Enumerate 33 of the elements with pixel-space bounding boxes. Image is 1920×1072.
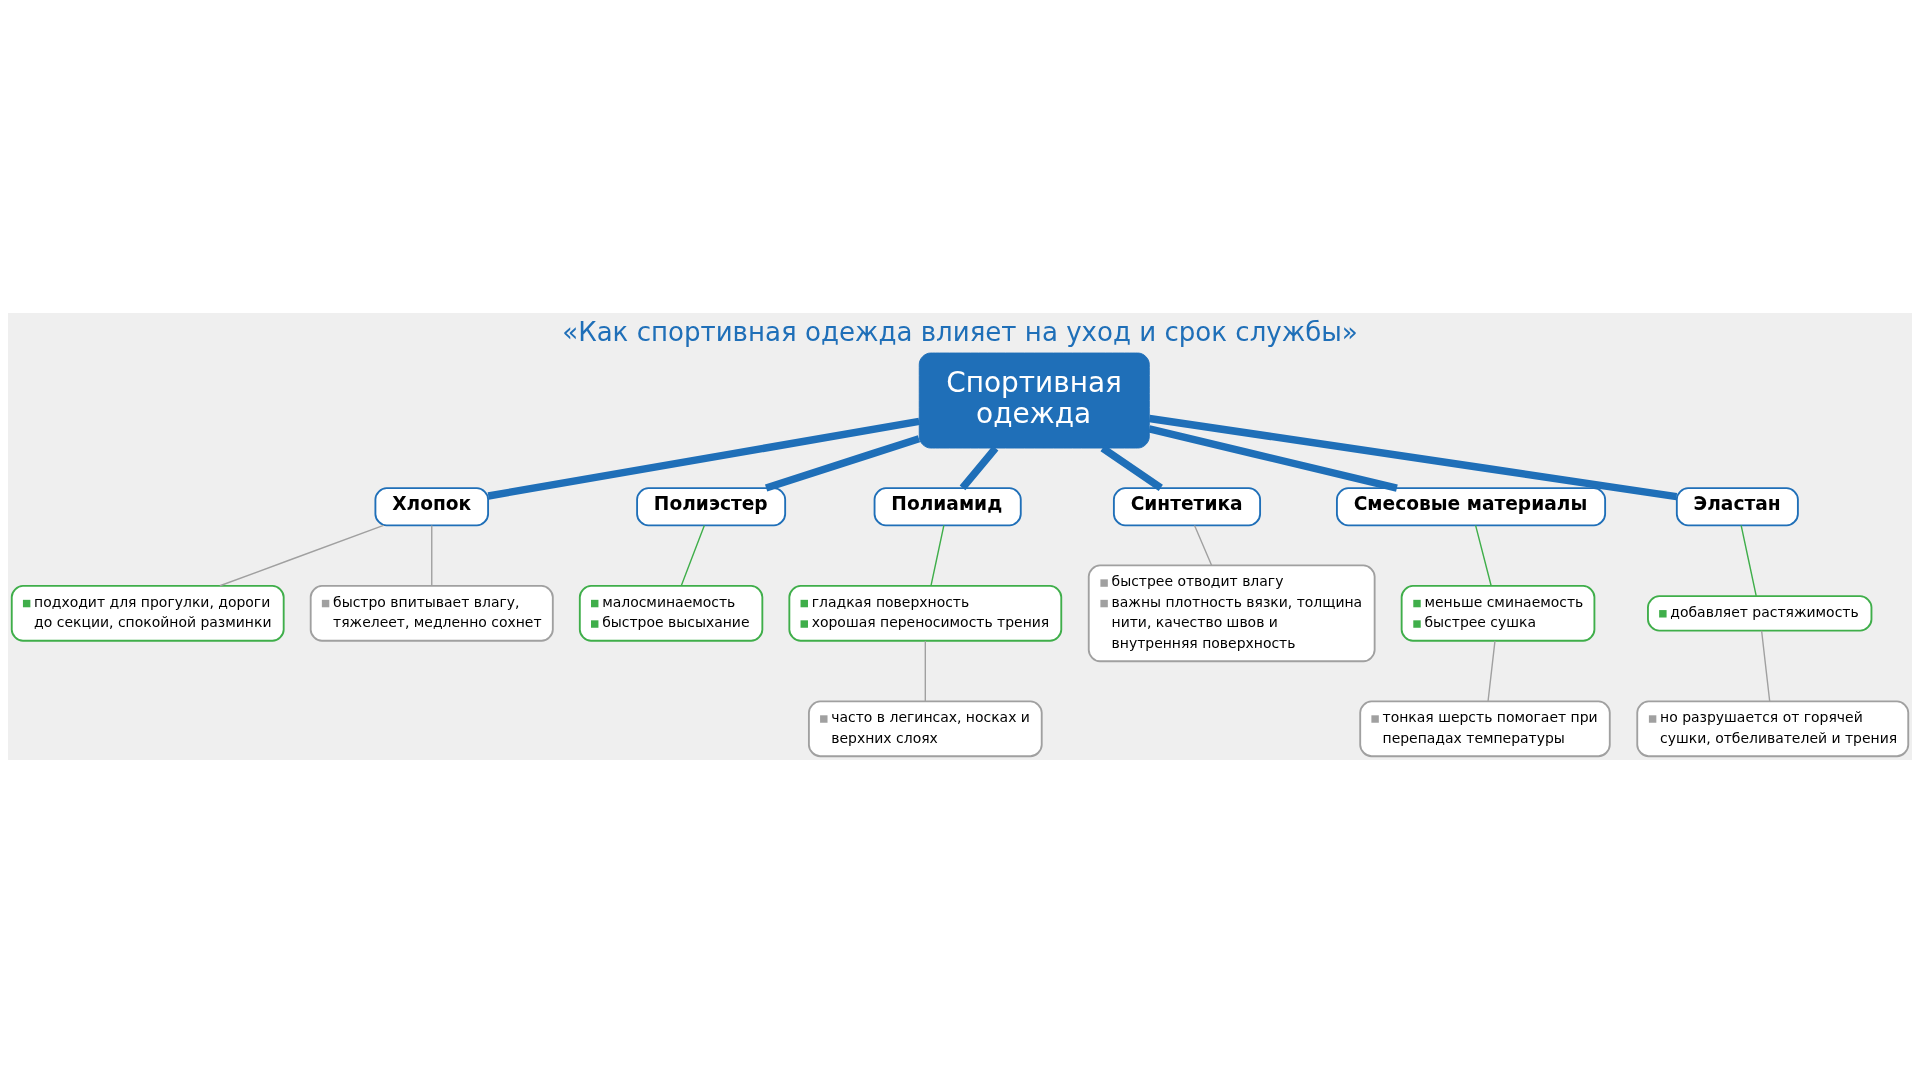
connector bbox=[1148, 414, 1678, 500]
connector bbox=[924, 639, 926, 702]
node-box: меньше сминаемость быстрее сушка bbox=[1400, 584, 1596, 642]
node-box: малосминаемость быстрое высыхание bbox=[578, 584, 764, 642]
node-box: но разрушается от горячей сушки, отбеливателей и трения bbox=[1636, 699, 1910, 757]
connector bbox=[1474, 524, 1492, 586]
connector bbox=[959, 445, 999, 490]
node-box: добавляет растяжимость bbox=[1647, 594, 1873, 631]
node-box: Хлопок bbox=[374, 486, 489, 526]
node-box: Полиамид bbox=[873, 486, 1022, 526]
node-box: быстро впитывает влагу, тяжелеет, медленно сохнет bbox=[309, 584, 554, 642]
node-box: Синтетика bbox=[1112, 486, 1262, 526]
connector bbox=[431, 524, 433, 586]
node-box: Эластан bbox=[1675, 486, 1799, 526]
connector bbox=[930, 524, 945, 586]
connector bbox=[1148, 424, 1398, 492]
connector bbox=[764, 434, 921, 492]
node-box: быстрее отводит влагу важны плотность вязки, толщина нити, качество швов и внутренняя поверхность bbox=[1087, 563, 1376, 662]
diagram-title: «Как спортивная одежда влияет на уход и срок службы» bbox=[562, 316, 1358, 347]
node-box: подходит для прогулки, дороги до секции, спокойной разминки bbox=[10, 584, 285, 642]
connector bbox=[1487, 639, 1496, 702]
connector bbox=[1740, 524, 1757, 597]
node-box: Спортивная одежда bbox=[918, 352, 1150, 448]
connector bbox=[219, 524, 385, 586]
connector bbox=[1760, 629, 1771, 702]
node-box: Смесовые материалы bbox=[1336, 486, 1607, 526]
node-box: часто в легинсах, носках и верхних слоях bbox=[807, 699, 1043, 757]
connector bbox=[680, 524, 706, 586]
node-box: тонкая шерсть помогает при перепадах температуры bbox=[1359, 699, 1611, 757]
connector bbox=[487, 417, 920, 500]
node-box: Полиэстер bbox=[636, 486, 787, 526]
connector bbox=[1193, 524, 1213, 566]
node-box: гладкая поверхность хорошая переносимость трения bbox=[788, 584, 1063, 642]
